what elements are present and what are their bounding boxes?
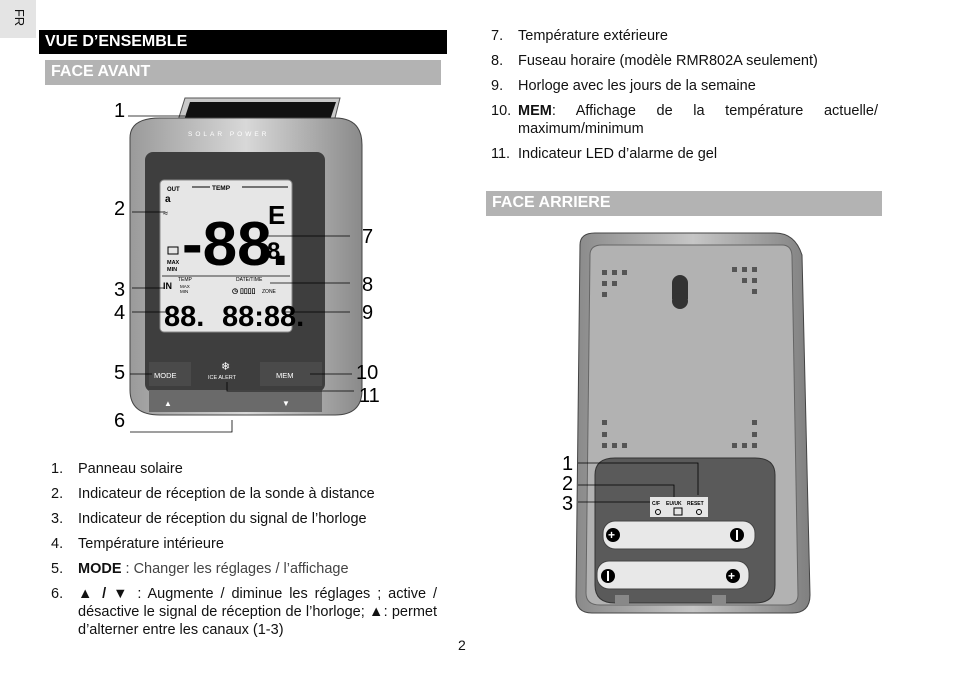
- front-items-list: 1.Panneau solaire 2.Indicateur de récept…: [51, 460, 437, 646]
- down-arrow-button[interactable]: ▼: [282, 399, 290, 408]
- front-callout-3: 3: [114, 279, 126, 301]
- lcd-screen: [159, 179, 293, 333]
- mode-button[interactable]: [149, 362, 191, 386]
- list-item: 8.Fuseau horaire (modèle RMR802A seuleme…: [491, 53, 818, 69]
- front-callout-6: 6: [114, 410, 126, 432]
- euuk-label: EU/UK: [666, 501, 682, 507]
- euuk-switch[interactable]: [673, 507, 683, 516]
- temp-label: TEMP: [212, 185, 231, 192]
- back-callout-3: 3: [562, 493, 574, 515]
- front-callout-9: 9: [362, 302, 374, 324]
- list-item: 4.Température intérieure: [51, 536, 224, 552]
- out-label: OUT: [167, 187, 180, 193]
- zone-label: ZONE: [262, 289, 277, 295]
- back-subtitle: FACE ARRIERE: [486, 191, 882, 216]
- outdoor-temp-unit: E: [268, 200, 285, 230]
- ice-alert-label: ICE ALERT: [208, 375, 237, 381]
- outdoor-temp-digits: -88.: [182, 210, 289, 279]
- solar-power-label: SOLAR POWER: [188, 131, 269, 138]
- battery-2: [596, 560, 750, 590]
- list-item: 11.Indicateur LED d’alarme de gel: [491, 146, 718, 162]
- in-min-label: MIN: [180, 289, 188, 294]
- list-item: 3.Indicateur de réception du signal de l…: [51, 511, 367, 527]
- battery-icon: [167, 246, 179, 255]
- date-time-label: DATE/TIME: [236, 277, 263, 283]
- battery-1: [602, 520, 756, 550]
- cf-label: C/F: [652, 501, 660, 507]
- front-callout-4: 4: [114, 302, 126, 324]
- hanger-hole: [672, 293, 688, 309]
- language-tab: FR: [0, 0, 36, 38]
- svg-text:◷ ▯▯▯▯: ◷ ▯▯▯▯: [232, 288, 256, 295]
- outdoor-temp-decimal: 8: [267, 238, 280, 265]
- signal-icon: ≈: [163, 208, 168, 218]
- front-callout-1: 1: [114, 100, 126, 122]
- front-callout-2: 2: [114, 198, 126, 220]
- list-item: 5.MODE : Changer les réglages / l’affich…: [51, 561, 349, 577]
- reset-button[interactable]: [696, 509, 702, 515]
- in-label: IN: [163, 281, 172, 291]
- switch-panel: [650, 497, 708, 517]
- list-item: 7.Température extérieure: [491, 28, 668, 44]
- arrow-buttons-bar: [149, 390, 322, 412]
- list-item: 2.Indicateur de réception de la sonde à …: [51, 486, 375, 502]
- back-device-illustration: C/F EU/UK RESET + +: [575, 232, 811, 614]
- min-label: MIN: [167, 267, 177, 273]
- front-callout-8: 8: [362, 274, 374, 296]
- list-item: 10.MEM: Affichage de la température actu…: [491, 103, 878, 137]
- page-number: 2: [458, 637, 466, 653]
- front-callout-10: 10: [356, 362, 379, 384]
- mode-button-label: MODE: [154, 371, 177, 380]
- indoor-temp-digits: 88.: [164, 301, 204, 333]
- list-item: 1.Panneau solaire: [51, 461, 183, 477]
- section-title: VUE D’ENSEMBLE: [39, 30, 447, 54]
- front-callout-11: 11: [359, 385, 380, 407]
- max-label: MAX: [167, 260, 180, 266]
- list-item: 6.▲ / ▼ : Augmente / diminue les réglage…: [51, 586, 438, 638]
- reset-label: RESET: [687, 501, 704, 507]
- in-max-label: MAX: [180, 284, 190, 289]
- svg-text:+: +: [728, 569, 735, 583]
- front-callout-5: 5: [114, 362, 126, 384]
- language-tab-label: FR: [12, 8, 28, 27]
- svg-text:a: a: [165, 194, 171, 205]
- clock-digits: 88:88.: [222, 301, 304, 333]
- front-callout-7: 7: [362, 226, 374, 248]
- back-callout-1: 1: [562, 453, 574, 475]
- cf-button[interactable]: [655, 509, 661, 515]
- up-arrow-button[interactable]: ▲: [164, 399, 172, 408]
- snowflake-icon: ❄: [221, 361, 230, 373]
- back-callout-2: 2: [562, 473, 574, 495]
- front-device-illustration: SOLAR POWER OUT TEMP a ≈ -88. E 8 MAX MI…: [128, 97, 363, 433]
- list-item: 9.Horloge avec les jours de la semaine: [491, 78, 756, 94]
- mem-button-label: MEM: [276, 371, 294, 380]
- svg-text:+: +: [608, 528, 615, 542]
- vent-holes: [602, 267, 757, 448]
- front-items-list-continued: 7.Température extérieure 8.Fuseau horair…: [491, 27, 878, 170]
- in-temp-label: TEMP: [178, 277, 193, 283]
- front-subtitle: FACE AVANT: [45, 60, 441, 85]
